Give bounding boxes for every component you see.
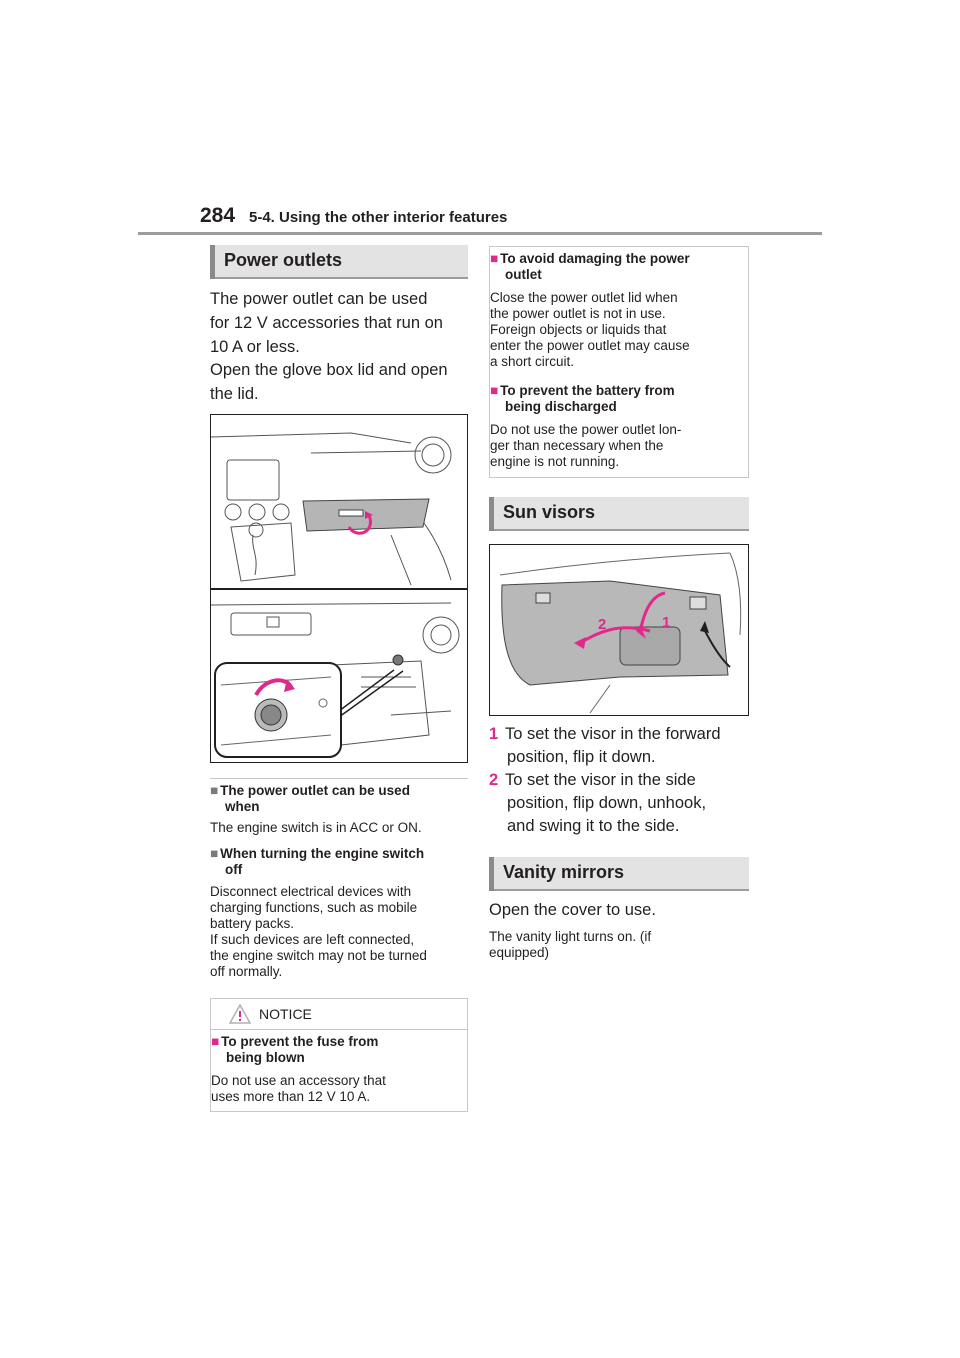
warning-triangle-icon [229, 1004, 251, 1024]
note-heading: ■When turning the engine switch off [210, 846, 424, 878]
notice-body-line: a short circuit. [490, 354, 575, 369]
notice-body: Do not use the power outlet lon- ger tha… [490, 422, 681, 470]
notice-body-line: Close the power outlet lid when [490, 290, 678, 305]
vanity-mirrors-text: Open the cover to use. [489, 901, 656, 919]
note-body: The engine switch is in ACC or ON. [210, 820, 422, 836]
step-line: position, flip down, unhook, [507, 794, 707, 812]
notice-body-line: ger than necessary when the [490, 438, 664, 453]
bullet-square-icon: ■ [211, 1034, 220, 1049]
intro-line: The power outlet can be used [210, 290, 428, 308]
step-line: and swing it to the side. [507, 817, 680, 835]
step-number: 1 [489, 725, 499, 743]
section-title: 5-4. Using the other interior features [249, 209, 508, 226]
heading-accent [489, 497, 494, 531]
open-line: the lid. [210, 385, 259, 403]
bullet-square-icon: ■ [490, 251, 499, 266]
notice-heading-line: outlet [505, 267, 542, 282]
bullet-square-icon: ■ [210, 846, 219, 861]
intro-line: for 12 V accessories that run on [210, 314, 443, 332]
notice-body-line: uses more than 12 V 10 A. [211, 1089, 371, 1104]
power-outlets-open: Open the glove box lid and open the lid. [210, 358, 448, 406]
vanity-mirrors-title: Vanity mirrors [503, 862, 625, 882]
note-heading: ■The power outlet can be used when [210, 783, 410, 815]
notice-heading-line: being discharged [505, 399, 617, 414]
note-heading-line: off [225, 862, 243, 877]
power-outlets-heading: Power outlets [210, 245, 468, 279]
visor-step: 2 To set the visor in the side position, … [489, 769, 706, 838]
notice-body-line: enter the power outlet may cause [490, 338, 690, 353]
note-body-line: charging functions, such as mobile [210, 900, 418, 915]
sun-visor-drawing: 2 1 [499, 552, 742, 714]
bullet-square-icon: ■ [490, 383, 499, 398]
notice-label: NOTICE [259, 1006, 312, 1022]
callout-1: 1 [662, 614, 670, 631]
note-body: Disconnect electrical devices with charg… [210, 884, 427, 980]
notice-body-line: Do not use an accessory that [211, 1073, 386, 1088]
step-line: To set the visor in the side [505, 771, 696, 789]
visor-step: 1 To set the visor in the forward positio… [489, 723, 721, 769]
notice-body-line: the power outlet is not in use. [490, 306, 666, 321]
note-body-line: the engine switch may not be turned [210, 948, 427, 963]
bullet-square-icon: ■ [210, 783, 219, 798]
note-body-line: If such devices are left connected, [210, 932, 415, 947]
power-outlet-illustration [210, 414, 468, 763]
notice-body-line: Foreign objects or liquids that [490, 322, 667, 337]
notice-body-line: engine is not running. [490, 454, 620, 469]
power-outlets-intro: The power outlet can be used for 12 V ac… [210, 287, 443, 359]
notice-heading-line: To prevent the battery from [500, 383, 675, 398]
notice-heading-line: To avoid damaging the power [500, 251, 690, 266]
vanity-mirrors-heading: Vanity mirrors [489, 857, 749, 891]
notice-heading-line: being blown [226, 1050, 305, 1065]
heading-accent [210, 245, 215, 279]
vanity-mirrors-note: The vanity light turns on. (if equipped) [489, 929, 651, 961]
notice-heading: ■To avoid damaging the power outlet [490, 251, 690, 283]
step-line: position, flip it down. [507, 748, 656, 766]
notice-body: Do not use an accessory that uses more t… [211, 1073, 386, 1105]
open-line: Open the glove box lid and open [210, 361, 448, 379]
notice-heading: ■To prevent the fuse from being blown [211, 1034, 378, 1066]
note-heading-line: when [225, 799, 260, 814]
vanity-note-line: The vanity light turns on. (if [489, 929, 652, 944]
step-number: 2 [489, 771, 499, 789]
note-body-line: off normally. [210, 964, 283, 979]
sun-visor-illustration: 2 1 [489, 544, 749, 716]
notice-body: Close the power outlet lid when the powe… [490, 290, 690, 370]
vanity-note-line: equipped) [489, 945, 550, 960]
intro-line: 10 A or less. [210, 338, 300, 356]
notice-continued-box: ■To avoid damaging the power outlet Clos… [489, 246, 749, 478]
dashboard-glovebox-drawing [210, 432, 467, 758]
sun-visors-title: Sun visors [503, 502, 596, 522]
note-heading-line: The power outlet can be used [220, 783, 410, 798]
note-body-line: The engine switch is in ACC or ON. [210, 820, 422, 835]
notice-header: NOTICE [211, 999, 467, 1030]
note-body-line: battery packs. [210, 916, 295, 931]
notice-body-line: Do not use the power outlet lon- [490, 422, 682, 437]
note-heading-line: When turning the engine switch [220, 846, 425, 861]
page-number: 284 [200, 204, 236, 227]
heading-accent [489, 857, 494, 891]
notes-rule [210, 778, 468, 779]
power-outlets-title: Power outlets [224, 250, 343, 270]
step-line: To set the visor in the forward [505, 725, 721, 743]
callout-2: 2 [598, 616, 606, 633]
notice-box: NOTICE ■To prevent the fuse from being b… [210, 998, 468, 1112]
notice-heading: ■To prevent the battery from being disch… [490, 383, 675, 415]
note-body-line: Disconnect electrical devices with [210, 884, 412, 899]
header-rule [138, 232, 822, 235]
notice-heading-line: To prevent the fuse from [221, 1034, 379, 1049]
sun-visors-heading: Sun visors [489, 497, 749, 531]
